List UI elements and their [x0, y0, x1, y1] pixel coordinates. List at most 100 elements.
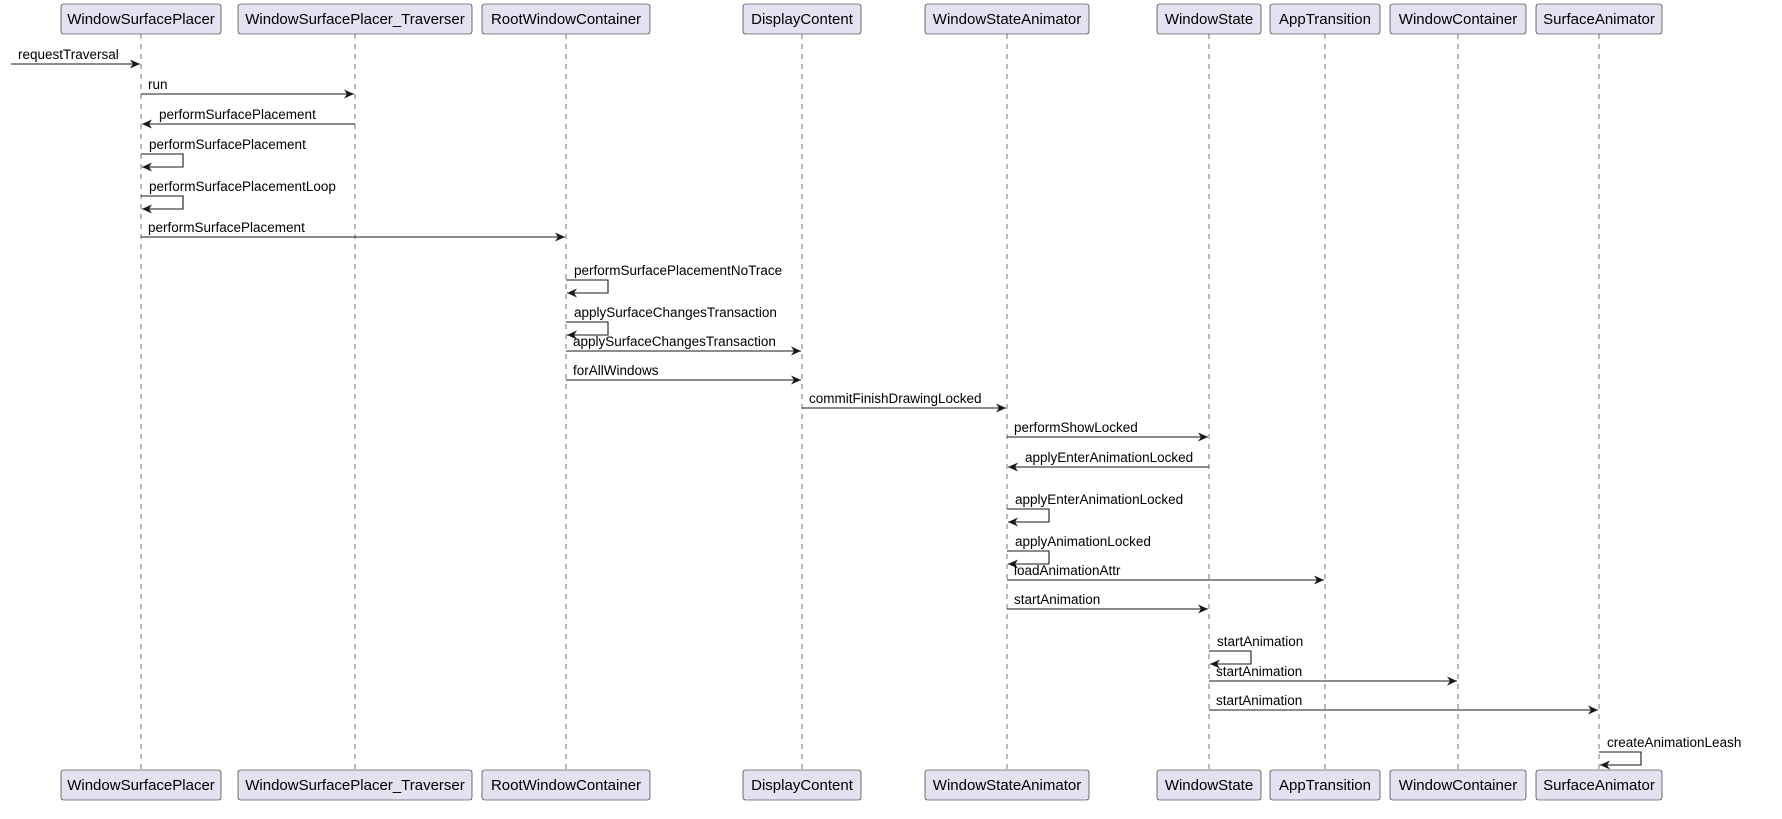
message-label: startAnimation [1217, 634, 1303, 649]
message-7: applySurfaceChangesTransaction [566, 305, 777, 340]
participant-box [237, 769, 473, 801]
message-label: createAnimationLeash [1607, 735, 1741, 750]
participant-label: RootWindowContainer [491, 777, 641, 794]
participant-label: RootWindowContainer [491, 11, 641, 28]
arrowhead [1314, 575, 1324, 585]
message-label: requestTraversal [18, 47, 119, 62]
message-label: loadAnimationAttr [1014, 563, 1121, 578]
lifelines [140, 34, 1600, 770]
participant-label: SurfaceAnimator [1543, 11, 1655, 28]
message-6: performSurfacePlacementNoTrace [566, 263, 782, 298]
participant-ws-bottom: WindowState [1156, 769, 1262, 801]
arrowhead [1008, 559, 1018, 569]
message-label: performSurfacePlacement [159, 107, 316, 122]
participant-box [1156, 769, 1262, 801]
arrowhead [1600, 760, 1610, 770]
self-message-line [141, 153, 184, 168]
participant-box [1535, 769, 1663, 801]
participant-dc-bottom: DisplayContent [742, 769, 862, 801]
participant-wsp-top: WindowSurfacePlacer [60, 3, 222, 35]
self-message-line [141, 195, 184, 210]
arrowhead [567, 330, 577, 340]
participant-ws-top: WindowState [1156, 3, 1262, 35]
message-label: startAnimation [1216, 693, 1302, 708]
participant-box [481, 769, 651, 801]
participant-at-bottom: AppTransition [1269, 769, 1381, 801]
message-8: applySurfaceChangesTransaction [566, 334, 801, 356]
participant-box [1156, 3, 1262, 35]
participant-box [924, 3, 1090, 35]
participant-wspt-bottom: WindowSurfacePlacer_Traverser [237, 769, 473, 801]
participant-box [481, 3, 651, 35]
participant-box [1269, 3, 1381, 35]
arrowhead [1588, 705, 1598, 715]
message-label: applyEnterAnimationLocked [1015, 492, 1183, 507]
participant-label: WindowSurfacePlacer_Traverser [245, 11, 465, 28]
arrowhead [996, 403, 1006, 413]
participant-box [1535, 3, 1663, 35]
message-label: performSurfacePlacementNoTrace [574, 263, 782, 278]
self-message-line [566, 321, 609, 336]
participant-box [742, 769, 862, 801]
message-13: applyEnterAnimationLocked [1007, 492, 1183, 527]
message-16: startAnimation [1007, 592, 1208, 614]
message-label: applyEnterAnimationLocked [1025, 450, 1193, 465]
participant-wc-top: WindowContainer [1389, 3, 1527, 35]
participant-label: WindowSurfacePlacer [67, 777, 215, 794]
self-message-line [566, 279, 609, 294]
message-label: performSurfacePlacement [148, 220, 305, 235]
message-9: forAllWindows [566, 363, 801, 385]
arrowhead [1198, 604, 1208, 614]
participant-box [1389, 3, 1527, 35]
participant-label: DisplayContent [751, 11, 854, 28]
participant-wsa-top: WindowStateAnimator [924, 3, 1090, 35]
arrowhead [142, 162, 152, 172]
participant-label: WindowStateAnimator [933, 777, 1081, 794]
arrowhead [142, 119, 152, 129]
message-label: forAllWindows [573, 363, 659, 378]
message-5: performSurfacePlacement [141, 220, 565, 242]
message-label: performShowLocked [1014, 420, 1138, 435]
participant-label: AppTransition [1279, 777, 1371, 794]
arrowhead [555, 232, 565, 242]
participant-box [742, 3, 862, 35]
message-label: commitFinishDrawingLocked [809, 391, 982, 406]
participant-rwc-bottom: RootWindowContainer [481, 769, 651, 801]
message-label: applyAnimationLocked [1015, 534, 1151, 549]
participant-box [60, 3, 222, 35]
message-label: performSurfacePlacement [149, 137, 306, 152]
self-message-line [1209, 650, 1252, 665]
arrowhead [1008, 517, 1018, 527]
participant-label: AppTransition [1279, 11, 1371, 28]
message-20: createAnimationLeash [1599, 735, 1741, 770]
participant-wspt-top: WindowSurfacePlacer_Traverser [237, 3, 473, 35]
participant-label: DisplayContent [751, 777, 854, 794]
message-label: startAnimation [1014, 592, 1100, 607]
participant-box [1389, 769, 1527, 801]
participant-label: WindowStateAnimator [933, 11, 1081, 28]
message-19: startAnimation [1209, 693, 1598, 715]
participant-label: WindowSurfacePlacer [67, 11, 215, 28]
message-1: run [141, 77, 354, 99]
message-label: run [148, 77, 168, 92]
self-message-line [1007, 508, 1050, 523]
arrowhead [791, 375, 801, 385]
message-17: startAnimation [1209, 634, 1303, 669]
arrowhead [1447, 676, 1457, 686]
participant-label: SurfaceAnimator [1543, 777, 1655, 794]
arrowhead [1008, 462, 1018, 472]
message-3: performSurfacePlacement [141, 137, 306, 172]
participant-dc-top: DisplayContent [742, 3, 862, 35]
participant-label: WindowContainer [1399, 11, 1517, 28]
participant-box [237, 3, 473, 35]
arrowhead [1198, 432, 1208, 442]
messages: requestTraversal run performSurfacePlaceme… [11, 47, 1741, 770]
message-4: performSurfacePlacementLoop [141, 179, 336, 214]
participants-bottom: WindowSurfacePlacer WindowSurfacePlacer_T… [60, 769, 1663, 801]
self-message-line [1599, 751, 1642, 766]
self-message-line [1007, 550, 1050, 565]
message-15: loadAnimationAttr [1007, 563, 1324, 585]
participant-label: WindowState [1165, 777, 1253, 794]
participant-box [924, 769, 1090, 801]
